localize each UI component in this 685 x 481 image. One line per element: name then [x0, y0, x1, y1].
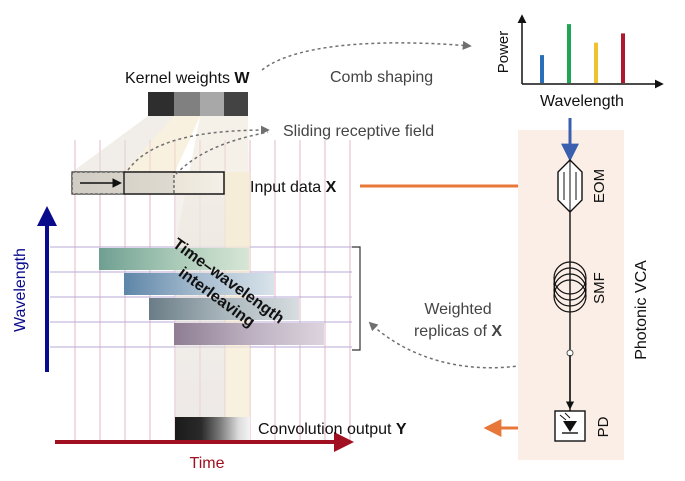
replica-4 — [174, 323, 324, 345]
replicas-bracket — [352, 246, 361, 351]
pd-label: PD — [595, 416, 612, 437]
comb-shaping-label: Comb shaping — [330, 69, 433, 86]
kernel-weight-1 — [148, 92, 174, 116]
sliding-window-dashed — [71, 171, 175, 195]
eom-modulator — [557, 159, 583, 213]
comb-shaping-arrow — [261, 40, 472, 71]
kernel-weights-bar — [148, 92, 248, 116]
kernel-weight-2 — [174, 92, 200, 116]
sliding-window — [123, 171, 225, 195]
smf-fiber-coil — [553, 261, 587, 313]
weighted-replicas-label-line1: Weighted — [424, 301, 491, 318]
convolution-output-bar — [175, 417, 250, 441]
comb-spectrum-inset: Power Wavelength — [495, 14, 664, 110]
time-axis-label: Time — [190, 455, 225, 472]
kernel-weight-4 — [224, 92, 248, 116]
smf-label: SMF — [591, 272, 608, 304]
kernel-weight-3 — [200, 92, 224, 116]
spectrum-x-label: Wavelength — [540, 93, 624, 110]
spectrum-y-label: Power — [495, 31, 512, 74]
convolution-output-label: Convolution output Y — [258, 421, 407, 438]
replica-2 — [124, 273, 274, 295]
sliding-receptive-field-label: Sliding receptive field — [283, 123, 434, 140]
wavelength-axis-label: Wavelength — [12, 248, 29, 332]
weighted-replicas — [99, 248, 324, 345]
eom-label: EOM — [591, 169, 608, 203]
weighted-replicas-label-line2: replicas of X — [414, 323, 502, 340]
replica-1 — [99, 248, 249, 270]
input-data-strip — [71, 171, 225, 195]
photodetector — [554, 410, 586, 442]
photonic-vca-label: Photonic VCA — [633, 260, 650, 360]
comb-lines — [540, 24, 625, 83]
receptive-field-dashed-arrows — [127, 125, 270, 175]
kernel-weights-label: Kernel weights W — [125, 70, 250, 87]
input-data-label: Input data X — [250, 179, 337, 196]
replica-3 — [149, 298, 299, 320]
